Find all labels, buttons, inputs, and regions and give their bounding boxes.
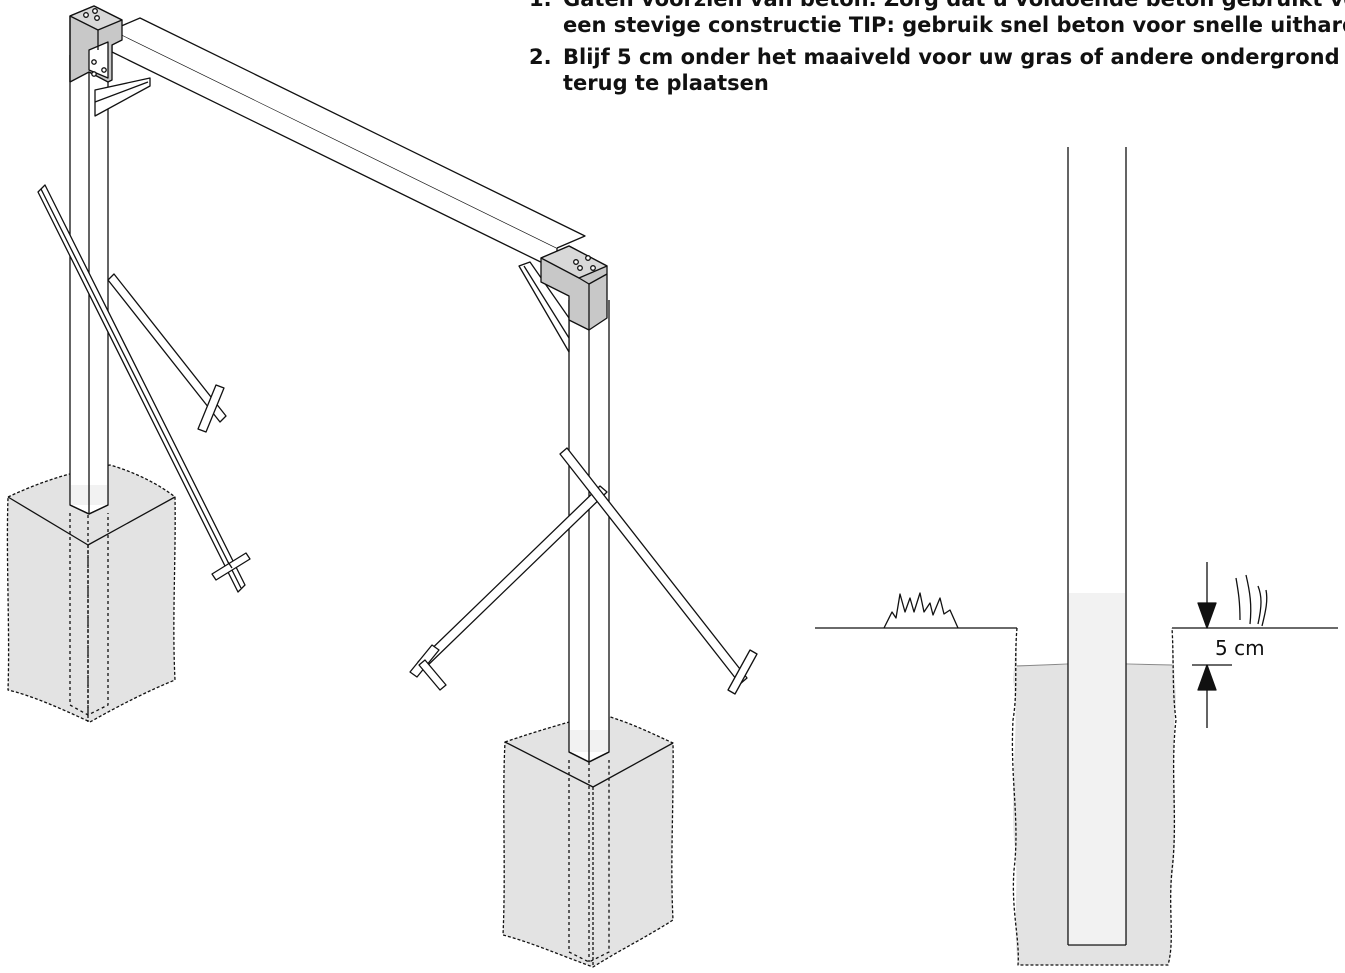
dimension-label: 5 cm bbox=[1215, 636, 1265, 660]
step-text-line: terug te plaatsen bbox=[563, 71, 769, 95]
right-corner-bracket bbox=[540, 245, 608, 331]
right-support-struts bbox=[409, 447, 758, 695]
instruction-step-2: 2. Blijf 5 cm onder het maaiveld voor uw… bbox=[529, 44, 1345, 96]
step-number: 1. bbox=[529, 0, 552, 12]
left-concrete-footing bbox=[6, 464, 176, 723]
step-text-line: een stevige constructie TIP: gebruik sne… bbox=[563, 13, 1345, 37]
left-corner-bracket bbox=[69, 5, 123, 83]
grass-blade bbox=[1235, 577, 1241, 621]
step-text-line: Gaten voorzien van beton. Zorg dat u vol… bbox=[563, 0, 1345, 12]
step-number: 2. bbox=[529, 45, 552, 69]
top-beam bbox=[111, 17, 586, 271]
instruction-list: 1. Gaten voorzien van beton. Zorg dat u … bbox=[529, 0, 1345, 102]
left-support-struts bbox=[37, 184, 251, 593]
right-post bbox=[568, 300, 610, 763]
instruction-step-1: 1. Gaten voorzien van beton. Zorg dat u … bbox=[529, 0, 1345, 38]
grass-tuft-left bbox=[883, 592, 959, 629]
step-text-line: Blijf 5 cm onder het maaiveld voor uw gr… bbox=[563, 45, 1340, 69]
left-knee-brace bbox=[94, 77, 151, 117]
cross-section-detail: 5 cm bbox=[815, 147, 1338, 966]
dimension-marker bbox=[1192, 562, 1232, 728]
